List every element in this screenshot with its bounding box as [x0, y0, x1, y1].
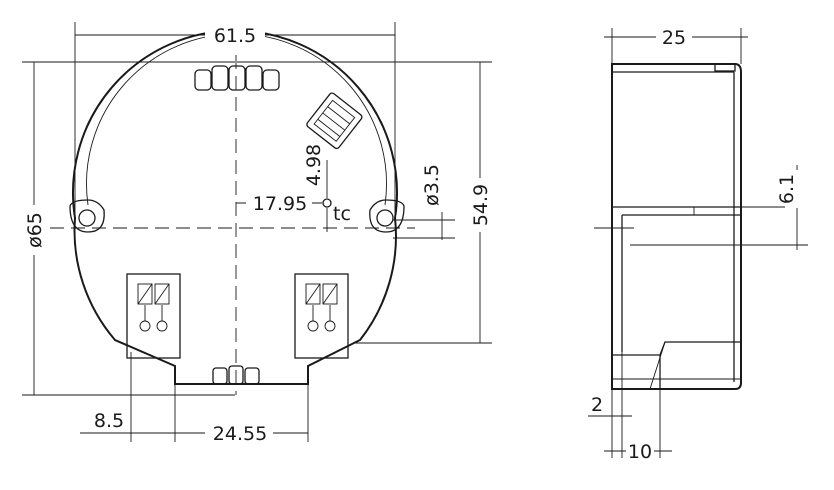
- dim-lip: 2: [588, 352, 632, 458]
- housing-outline: [72, 29, 398, 385]
- dim-height: 54.9: [237, 61, 493, 344]
- dim-width-label: 61.5: [214, 25, 256, 47]
- front-view: 61.5 ø65 54.9 ø3.5 4.98: [22, 22, 493, 445]
- dim-base: 10: [604, 389, 672, 463]
- dim-step-label: 6.1: [776, 174, 798, 204]
- dim-terminals: 8.5 24.55: [80, 352, 309, 445]
- dim-tc-offset-y-label: 4.98: [303, 144, 325, 186]
- dim-width: 61.5: [74, 22, 396, 215]
- dim-lip-label: 2: [591, 394, 603, 416]
- housing-inner-outline: [86, 33, 387, 206]
- dim-step: 6.1: [741, 165, 809, 250]
- dim-depth-label: 25: [662, 27, 686, 49]
- top-vents: [194, 65, 280, 91]
- terminal-block-right: [294, 273, 349, 359]
- dim-terminal-left-label: 8.5: [94, 410, 124, 432]
- mounting-ear-left: [69, 199, 105, 233]
- dim-base-label: 10: [628, 441, 652, 463]
- side-view: 25 6.1 2 10: [588, 26, 809, 463]
- side-housing-outline: [611, 63, 742, 390]
- dim-hole: ø3.5: [393, 158, 455, 240]
- cable-clip: [306, 92, 363, 150]
- dim-tc-offset-x-label: 17.95: [253, 193, 307, 215]
- tc-label: tc: [333, 203, 351, 225]
- dim-height-label: 54.9: [470, 184, 492, 226]
- tc-point: [322, 198, 332, 208]
- dim-diameter: ø65: [22, 61, 235, 396]
- dim-terminal-span-label: 24.55: [213, 423, 267, 445]
- terminal-block-left: [126, 273, 181, 359]
- dim-depth: 25: [604, 26, 748, 64]
- dim-hole-label: ø3.5: [421, 164, 443, 206]
- dim-diameter-label: ø65: [24, 212, 46, 248]
- mounting-ear-right: [369, 199, 405, 233]
